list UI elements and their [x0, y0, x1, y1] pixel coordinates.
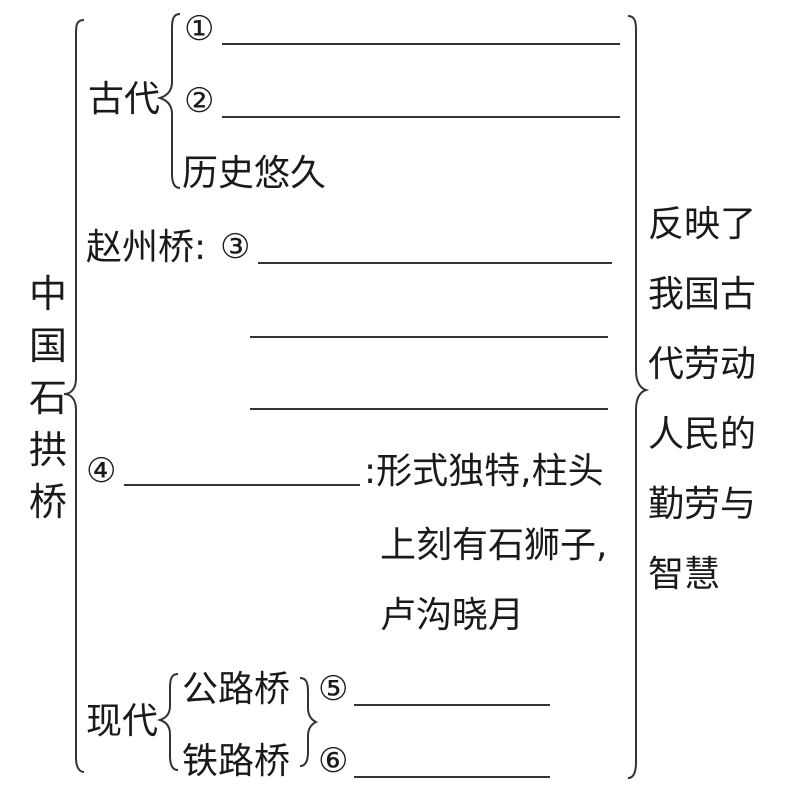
lugou-line-1: :形式独特,柱头: [364, 451, 604, 492]
blank-3-line-2[interactable]: [250, 336, 608, 338]
subject-char: 桥: [28, 480, 67, 524]
blank-6-line[interactable]: [354, 776, 550, 778]
ancient-label: 古代: [88, 79, 161, 120]
conclusion-line: 勤劳与: [648, 484, 757, 525]
subject-char: 中: [28, 272, 67, 316]
zhaozhou-label: 赵州桥:: [86, 227, 207, 268]
modern-label: 现代: [86, 701, 159, 742]
subject-char: 拱: [28, 428, 67, 472]
blank-4-line[interactable]: [124, 484, 360, 486]
blank-2-number: ②: [184, 81, 215, 121]
blank-4-number: ④: [86, 451, 117, 491]
subject-vertical-text: 中 国 石 拱 桥: [28, 268, 68, 528]
blank-2-line[interactable]: [222, 116, 620, 118]
blank-1-line[interactable]: [222, 43, 620, 45]
lugou-line-3: 卢沟晓月: [380, 595, 525, 636]
conclusion-line: 智慧: [648, 554, 721, 595]
blank-1-number: ①: [184, 9, 215, 49]
conclusion-line: 人民的: [648, 414, 757, 455]
ancient-history-text: 历史悠久: [182, 153, 327, 194]
conclusion-line: 反映了: [648, 204, 757, 245]
blank-6-number: ⑥: [318, 741, 349, 781]
subject-char: 国: [28, 324, 67, 368]
blank-5-line[interactable]: [354, 704, 550, 706]
modern-right-brace: [299, 677, 319, 767]
right-big-brace: [627, 15, 650, 779]
blank-3-line-1[interactable]: [258, 262, 612, 264]
rail-bridge-label: 铁路桥: [182, 741, 291, 782]
blank-5-number: ⑤: [318, 669, 349, 709]
road-bridge-label: 公路桥: [182, 669, 291, 710]
blank-3-number: ③: [220, 227, 251, 267]
conclusion-line: 我国古: [648, 274, 757, 315]
main-left-brace: [63, 19, 85, 773]
modern-left-brace: [156, 673, 179, 771]
conclusion-text: 反映了 我国古 代劳动 人民的 勤劳与 智慧: [648, 190, 778, 610]
lugou-line-2: 上刻有石狮子,: [380, 525, 608, 566]
subject-char: 石: [28, 376, 67, 420]
ancient-brace: [156, 13, 181, 189]
blank-3-line-3[interactable]: [250, 408, 608, 410]
conclusion-line: 代劳动: [648, 344, 757, 385]
